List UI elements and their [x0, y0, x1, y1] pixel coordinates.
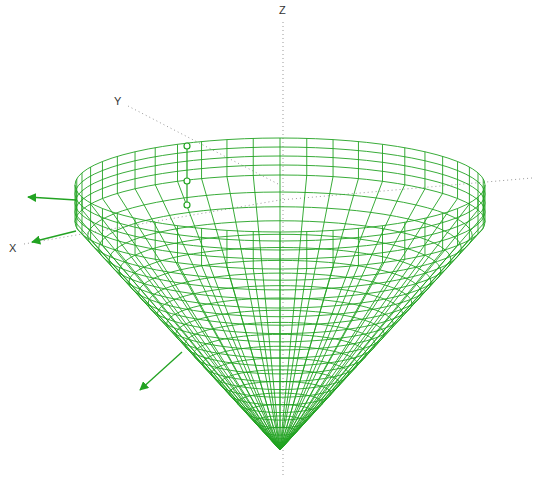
mesh-meridian — [280, 179, 483, 450]
marker-line — [186, 146, 187, 208]
mesh-meridian — [178, 144, 281, 450]
mesh-meridian — [102, 162, 280, 451]
mesh-meridian — [135, 152, 280, 450]
marker-dot — [184, 202, 190, 208]
axis-lines — [24, 22, 532, 478]
mesh-meridian — [202, 142, 280, 450]
mesh-meridian — [280, 138, 281, 450]
mesh-meridian — [280, 142, 358, 450]
mesh-meridian — [91, 167, 280, 450]
mesh-meridian — [227, 140, 280, 450]
axis-line — [128, 106, 280, 185]
mesh-meridian — [102, 209, 280, 451]
normal-arrow — [140, 352, 182, 390]
mesh-meridian — [280, 228, 358, 450]
axis-label: Y — [114, 96, 121, 107]
axis-label: X — [9, 243, 16, 254]
mesh-meridian — [280, 230, 333, 450]
mesh-meridian — [280, 156, 443, 450]
axis-line — [280, 178, 532, 200]
mesh-meridian — [253, 138, 280, 450]
rim-markers — [184, 143, 190, 208]
mesh-meridian — [280, 167, 469, 450]
marker-dot — [184, 178, 190, 184]
mesh-meridian — [280, 191, 483, 450]
mesh-meridian — [280, 209, 458, 451]
mesh-meridian — [77, 179, 280, 450]
mesh-meridian — [280, 214, 443, 450]
wire-mesh — [75, 138, 485, 450]
mesh-meridian — [280, 173, 478, 450]
marker-dot — [184, 143, 190, 149]
mesh-meridian — [280, 148, 405, 450]
mesh-meridian — [202, 228, 280, 450]
mesh-meridian — [155, 148, 280, 450]
mesh-meridian — [77, 191, 280, 450]
mesh-meridian — [117, 214, 280, 450]
axis-label: Z — [279, 5, 286, 16]
mesh-meridian — [280, 162, 458, 451]
normal-arrows — [28, 197, 182, 390]
normal-arrow — [28, 197, 76, 200]
normal-arrow — [32, 231, 76, 242]
mesh-meridian — [280, 144, 383, 450]
